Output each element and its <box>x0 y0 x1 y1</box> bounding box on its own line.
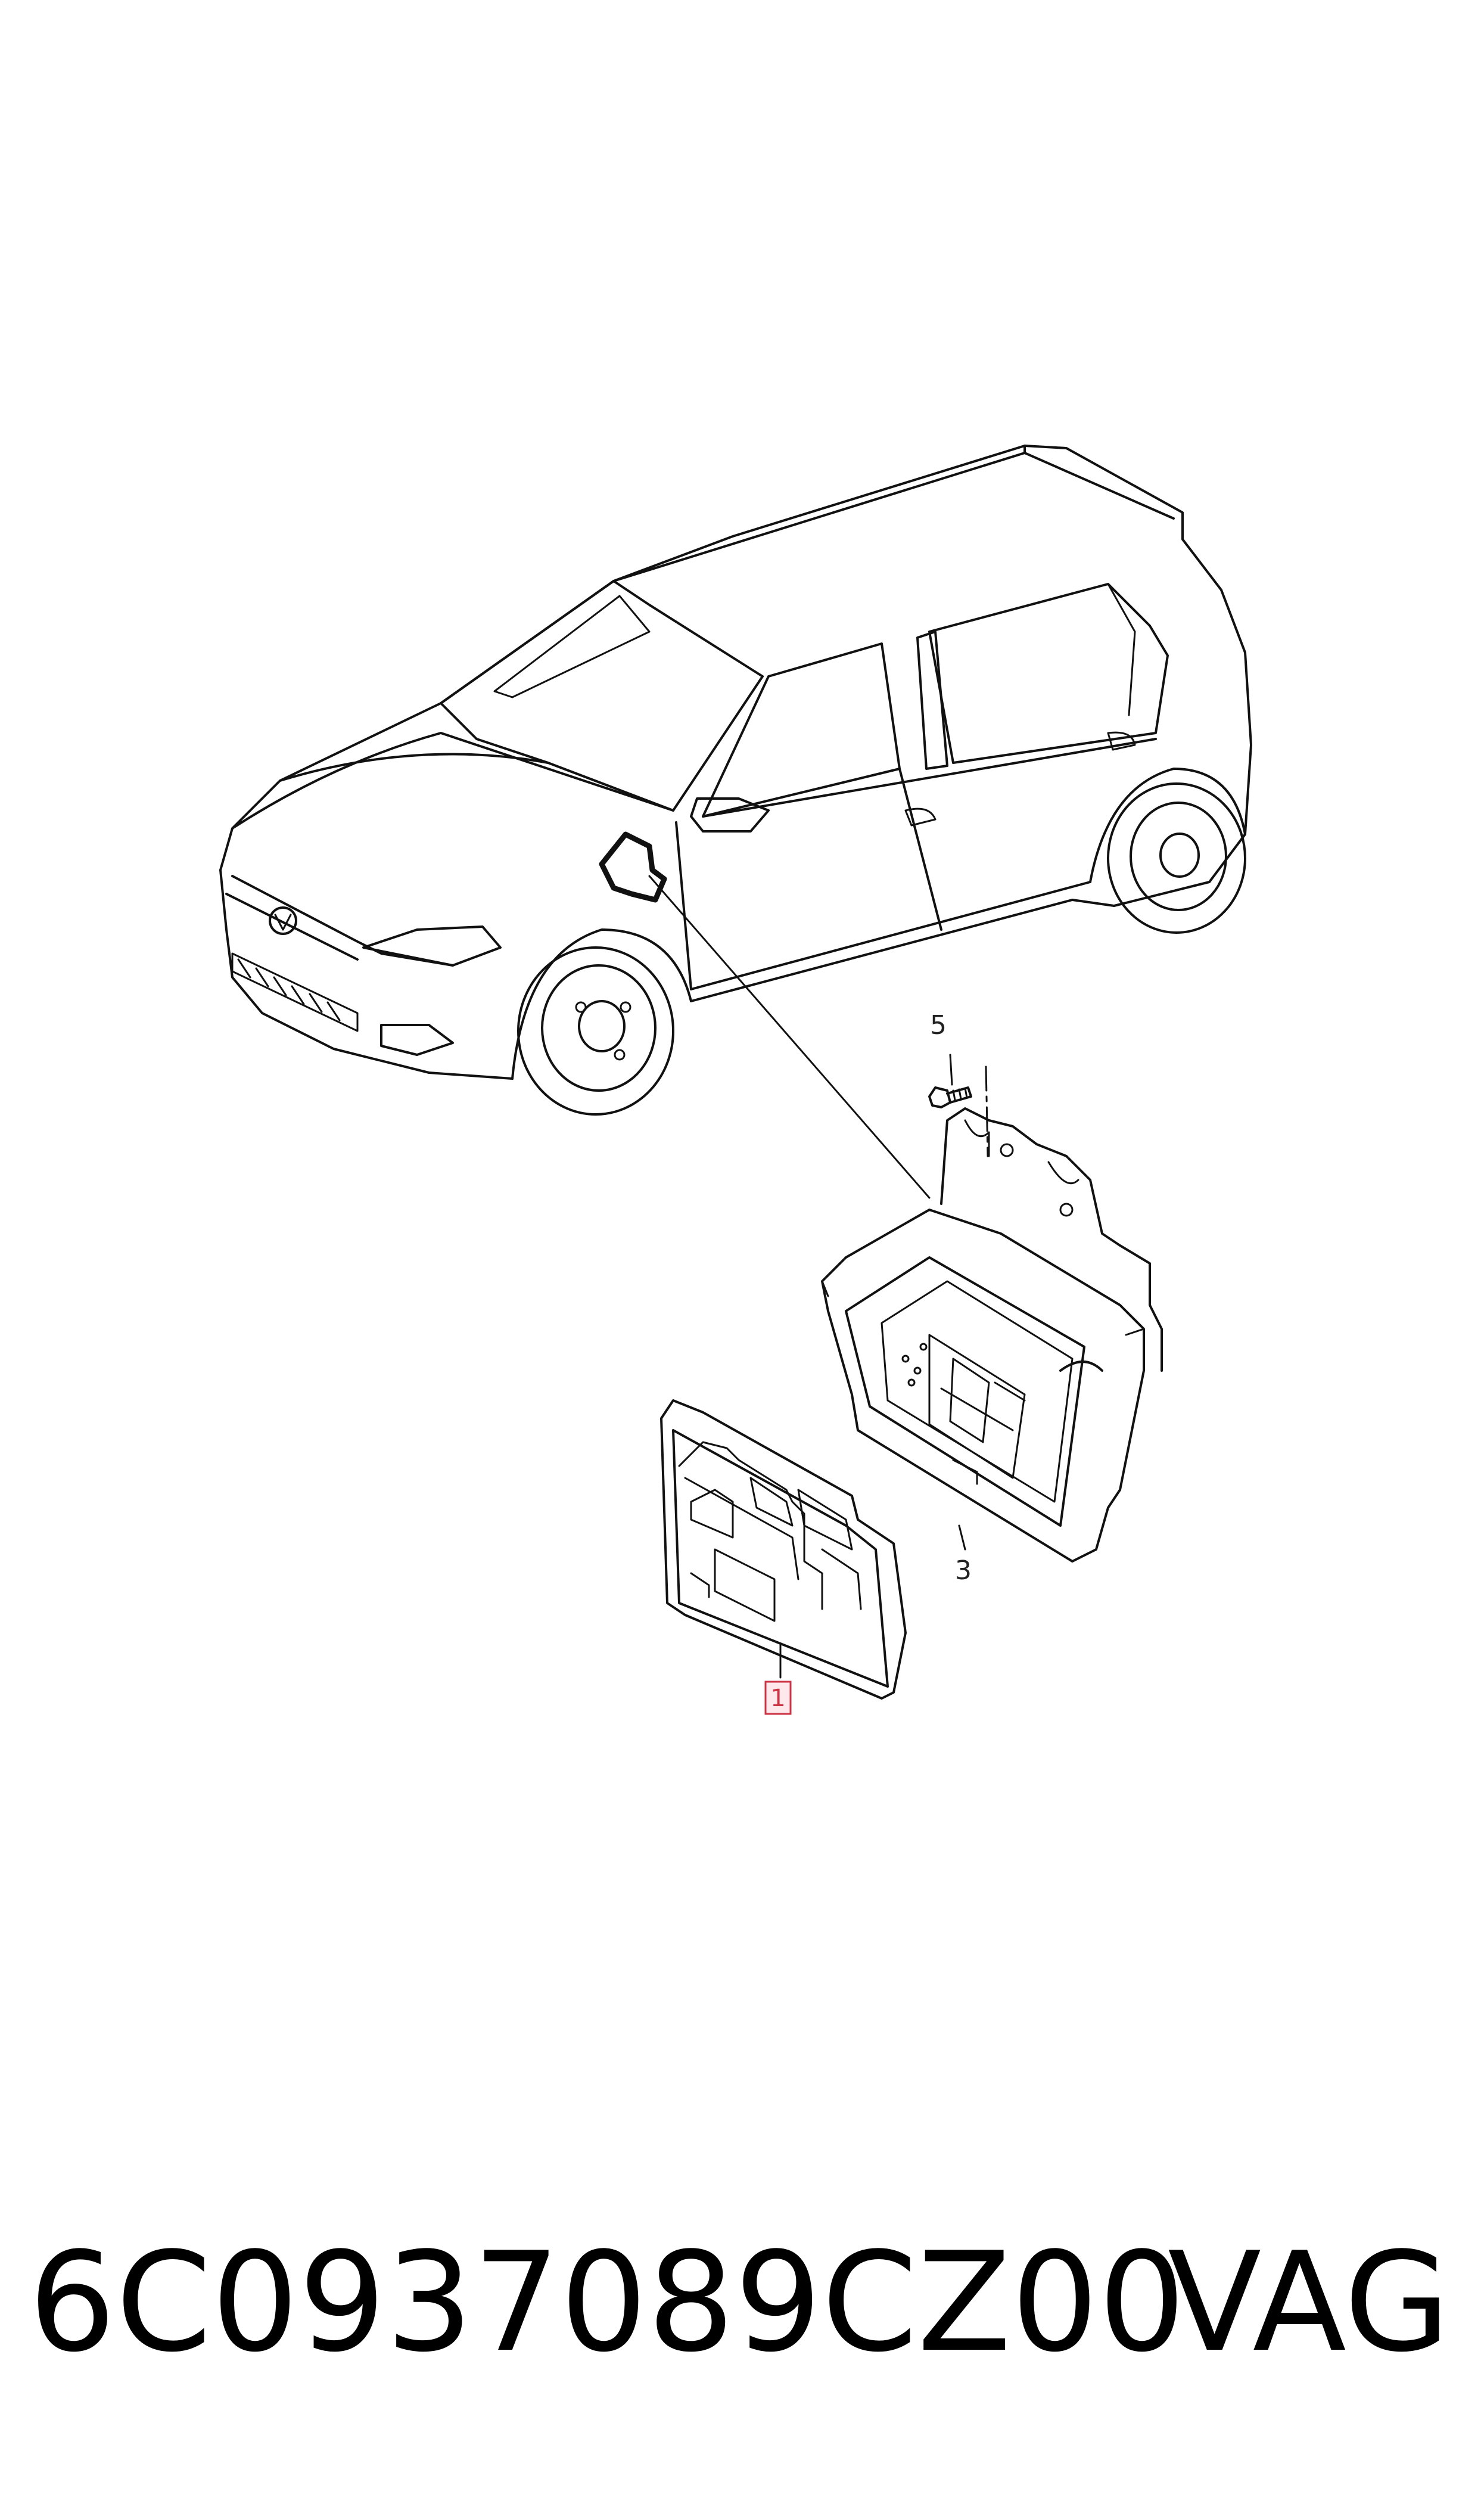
brand-caption: VAG <box>1168 2223 1451 2383</box>
callout-3: 3 <box>955 1555 972 1586</box>
svg-text:1: 1 <box>770 1685 785 1712</box>
svg-text:3: 3 <box>955 1555 972 1586</box>
callout-1-highlighted[interactable]: 1 <box>764 1681 792 1715</box>
car-illustration <box>219 445 1252 1199</box>
part-number-caption: 6C0937089CZ00 <box>29 2223 1186 2383</box>
callout-5: 5 <box>930 1010 947 1040</box>
control-unit-part-1 <box>660 1399 907 1700</box>
bracket-part-3 <box>821 1107 1163 1563</box>
svg-text:5: 5 <box>930 1010 947 1040</box>
screw-part-5 <box>928 1054 989 1157</box>
